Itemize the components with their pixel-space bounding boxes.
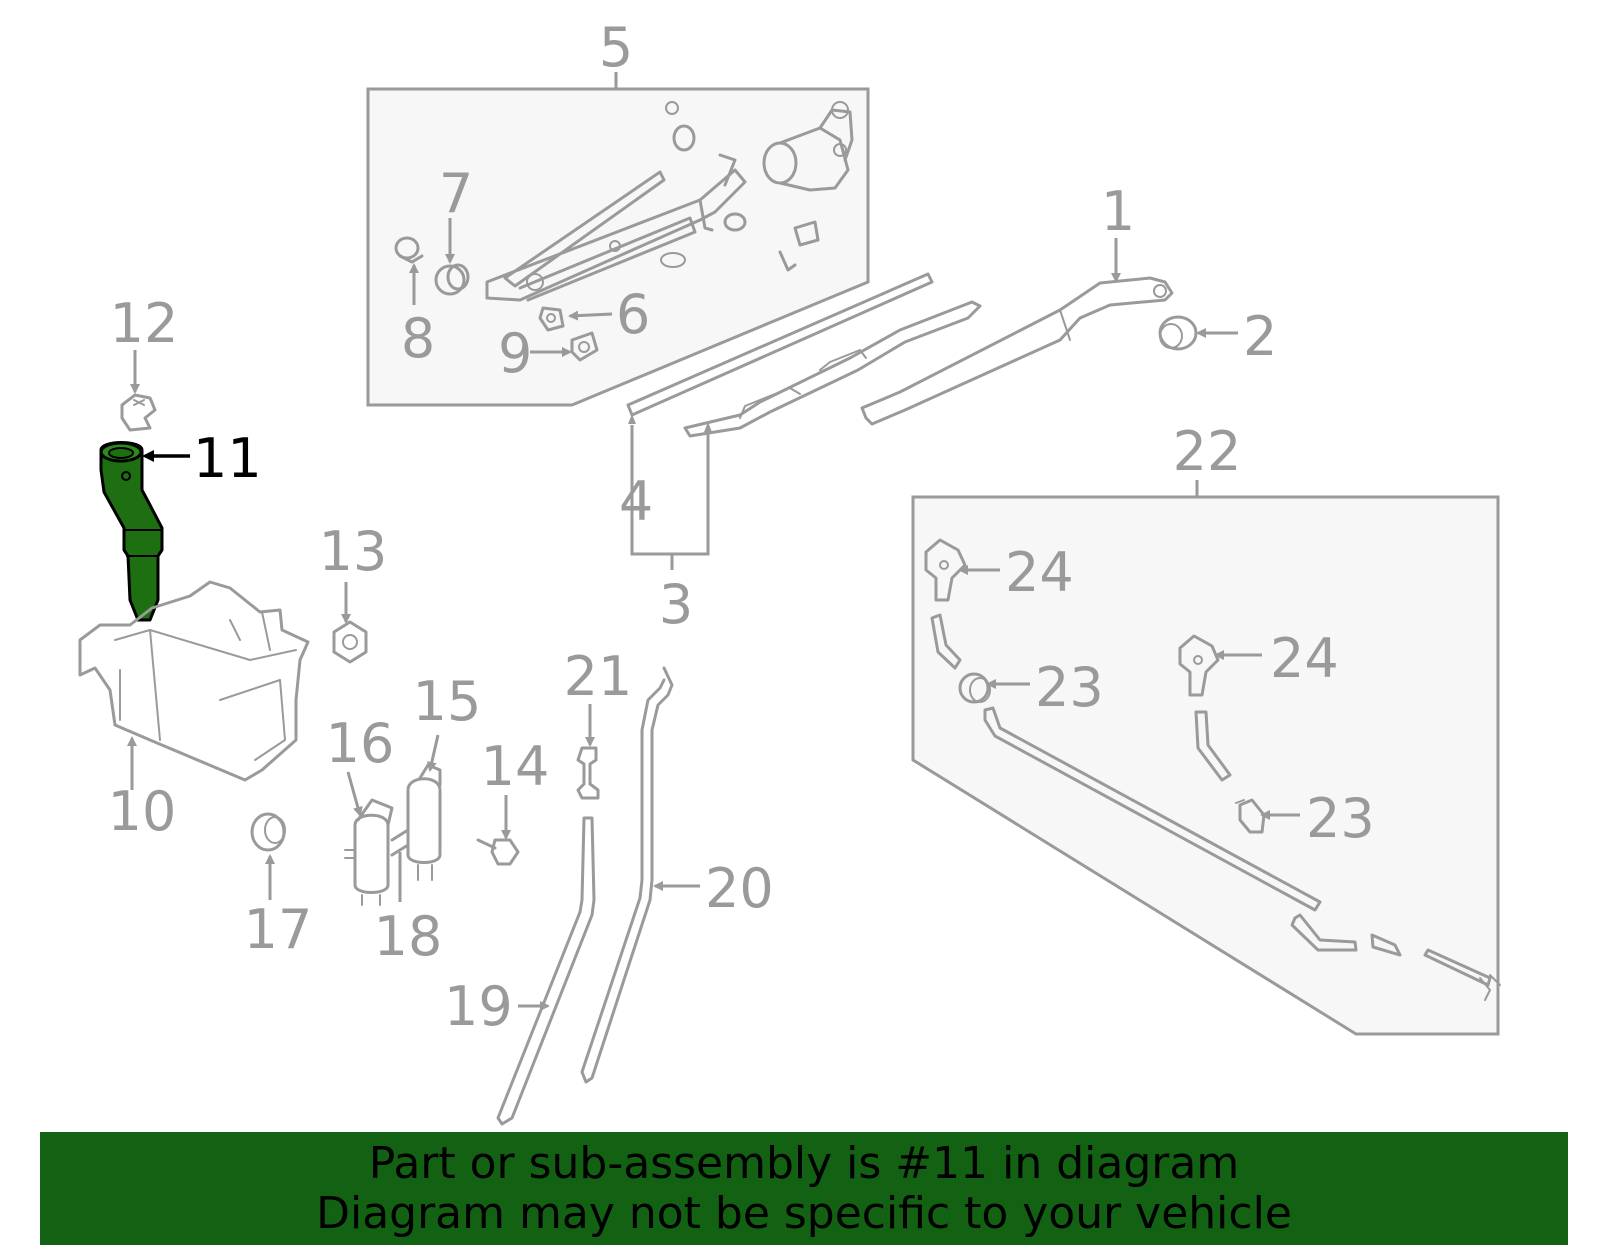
bolt-6: [538, 306, 565, 332]
part-label-11: 11: [193, 427, 262, 490]
wiper-linkage: [485, 153, 747, 302]
nut-13: [332, 620, 368, 664]
part-label-12: 12: [110, 292, 179, 355]
part-label-8: 8: [401, 307, 435, 370]
check-valve-23-lower: [1235, 798, 1266, 834]
part-label-7: 7: [439, 162, 473, 225]
wiper-motor: [762, 101, 854, 192]
part-label-21: 21: [564, 645, 633, 708]
clip-12: [120, 393, 157, 432]
part-label-22: 22: [1173, 420, 1242, 483]
footer-banner: Part or sub-assembly is #11 in diagram D…: [40, 1132, 1568, 1245]
part-label-10: 10: [108, 780, 177, 843]
part-label-13: 13: [319, 520, 388, 583]
part-label-16: 16: [326, 712, 395, 775]
part-label-4: 4: [619, 470, 653, 533]
part-label-24b: 24: [1270, 627, 1339, 690]
cap-8: [394, 236, 424, 264]
washer-reservoir-10: [78, 580, 310, 782]
part-label-14: 14: [481, 735, 550, 798]
part-label-18: 18: [374, 905, 443, 968]
washer-pump-16: [344, 798, 394, 906]
part-label-3: 3: [659, 573, 693, 636]
part-label-20: 20: [705, 857, 774, 920]
washer-nozzle-24-lower: [1178, 634, 1220, 697]
filler-neck-11: [99, 441, 164, 622]
wiper-blade-3: [683, 300, 982, 438]
linkage-hardware: [660, 101, 820, 272]
part-label-1: 1: [1101, 180, 1135, 243]
washer-pump-15: [406, 763, 442, 881]
part-label-19: 19: [444, 975, 513, 1038]
part-label-24a: 24: [1005, 541, 1074, 604]
footer-line-2: Diagram may not be specific to your vehi…: [316, 1187, 1292, 1239]
part-label-23b: 23: [1306, 787, 1375, 850]
part-label-23a: 23: [1035, 656, 1104, 719]
grommet-9: [570, 331, 599, 362]
grommet-17: [250, 812, 286, 852]
washer-nozzle-kit-panel: [911, 495, 1500, 1036]
seal-18: [390, 828, 410, 857]
part-label-15: 15: [413, 670, 482, 733]
connector-21: [576, 746, 600, 800]
hose-20: [580, 666, 674, 1084]
footer-line-1: Part or sub-assembly is #11 in diagram: [368, 1137, 1240, 1189]
bolt-14: [476, 838, 520, 866]
hose-19: [496, 816, 596, 1126]
part-label-9: 9: [498, 322, 532, 385]
blade-refill-4: [626, 272, 934, 417]
part-label-6: 6: [616, 283, 650, 346]
part-label-2: 2: [1243, 305, 1277, 368]
part-label-17: 17: [244, 898, 313, 961]
washer-nozzle-24-upper: [924, 538, 967, 602]
part-label-5: 5: [599, 16, 633, 79]
wiper-arm-1: [860, 276, 1174, 426]
arm-cap-2: [1158, 315, 1198, 351]
bushing-7: [434, 263, 470, 296]
